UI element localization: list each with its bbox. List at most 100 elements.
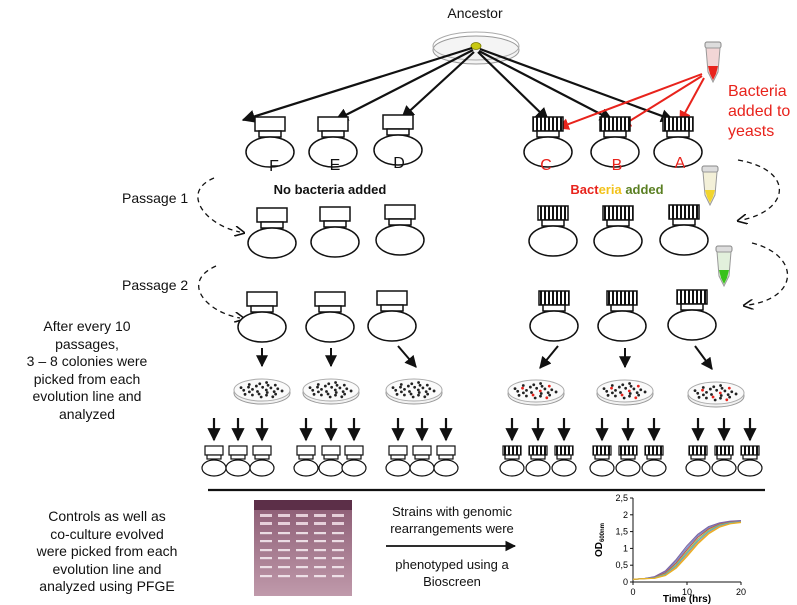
line-label-B: B bbox=[612, 157, 623, 174]
bottom-left-line: evolution line and bbox=[52, 560, 162, 577]
striped-flask-icon bbox=[641, 445, 667, 477]
mid-note-bottom-2: Bioscreen bbox=[423, 574, 481, 589]
flask-row-1 bbox=[245, 114, 703, 168]
flask-icon bbox=[237, 291, 287, 343]
flask-icon bbox=[367, 290, 417, 342]
line-label-F: F bbox=[269, 158, 279, 175]
line-label-D: D bbox=[393, 155, 405, 172]
striped-flask-icon bbox=[590, 116, 640, 168]
colony-row bbox=[201, 418, 763, 477]
striped-flask-icon bbox=[551, 445, 577, 477]
striped-flask-icon bbox=[499, 445, 525, 477]
eppendorf-tube-icon bbox=[715, 245, 733, 288]
petri-dish-icon bbox=[687, 381, 745, 408]
flask-icon bbox=[409, 445, 435, 477]
no-bacteria-label: No bacteria added bbox=[274, 182, 387, 197]
mid-note-top-2: rearrangements were bbox=[390, 521, 514, 536]
flask-icon bbox=[305, 291, 355, 343]
passage-arrows bbox=[197, 159, 789, 318]
flask-icon bbox=[373, 114, 423, 166]
petri-dish-icon bbox=[432, 31, 520, 65]
flask-icon bbox=[310, 206, 360, 258]
growth-series-line bbox=[632, 520, 742, 580]
petri-dish-icon bbox=[596, 379, 654, 406]
line-label-C: C bbox=[540, 157, 552, 174]
growth-series-line bbox=[632, 521, 742, 580]
passage-2-label: Passage 2 bbox=[122, 277, 188, 293]
chart-x-label: Time (hrs) bbox=[663, 594, 711, 605]
striped-flask-icon bbox=[737, 445, 763, 477]
y-tick-label: 1 bbox=[623, 543, 628, 553]
bottom-left-line: were picked from each bbox=[36, 543, 178, 559]
flask-icon bbox=[293, 445, 319, 477]
x-tick-label: 10 bbox=[682, 587, 692, 597]
flask-icon bbox=[201, 445, 227, 477]
flask-icon bbox=[433, 445, 459, 477]
striped-flask-icon bbox=[653, 116, 703, 168]
left-note-line: picked from each bbox=[33, 370, 141, 387]
line-label-E: E bbox=[330, 157, 341, 174]
bottom-left-line: analyzed using PFGE bbox=[39, 578, 175, 594]
bacteria-added-part3: added bbox=[622, 182, 664, 197]
flask-icon bbox=[318, 445, 344, 477]
ancestor-arrows bbox=[241, 46, 675, 123]
petri-dish-icon bbox=[302, 378, 360, 405]
bacteria-note-line1: Bacteria bbox=[728, 83, 787, 100]
petri-dish-icon bbox=[385, 378, 443, 405]
mid-note-bottom-1: phenotyped using a bbox=[395, 557, 509, 572]
chart-y-label: OD600nm bbox=[594, 523, 606, 557]
y-tick-label: 2 bbox=[623, 510, 628, 520]
bottom-left-note: Controls as well as co-culture evolved w… bbox=[12, 508, 202, 596]
bacteria-note-line3: yeasts bbox=[728, 123, 774, 140]
flask-rows bbox=[237, 204, 717, 343]
striped-flask-icon bbox=[711, 445, 737, 477]
bacteria-note-line2: added to bbox=[728, 103, 790, 120]
flask-icon bbox=[341, 445, 367, 477]
striped-flask-icon bbox=[593, 205, 643, 257]
bacteria-added-part1: Bact bbox=[570, 182, 599, 197]
plate-arrows bbox=[256, 345, 713, 370]
left-note-line: evolution line and bbox=[32, 388, 142, 404]
striped-flask-icon bbox=[615, 445, 641, 477]
x-tick-label: 0 bbox=[630, 587, 635, 597]
y-tick-label: 1,5 bbox=[615, 527, 628, 537]
flask-icon bbox=[385, 445, 411, 477]
left-note-line: analyzed bbox=[58, 405, 116, 422]
bacteria-arrows bbox=[556, 73, 705, 130]
striped-flask-icon bbox=[597, 290, 647, 342]
bacteria-added-label: Bacteria added bbox=[570, 182, 663, 197]
y-tick-label: 0 bbox=[623, 577, 628, 587]
mid-note-top-1: Strains with genomic bbox=[392, 504, 512, 519]
flask-icon bbox=[308, 116, 358, 168]
petri-dish-icon bbox=[507, 379, 565, 406]
passage-1-label: Passage 1 bbox=[122, 190, 188, 206]
left-note-line: After every 10 bbox=[43, 318, 131, 334]
x-tick-label: 20 bbox=[736, 587, 746, 597]
striped-flask-icon bbox=[529, 290, 579, 342]
striped-flask-icon bbox=[525, 445, 551, 477]
left-note-line: 3 – 8 colonies were bbox=[26, 353, 148, 369]
growth-series-line bbox=[632, 519, 742, 580]
left-note: After every 10 passages, 3 – 8 colonies … bbox=[12, 318, 162, 423]
petri-dish-icon bbox=[233, 378, 291, 405]
flask-icon bbox=[245, 116, 295, 168]
y-tick-label: 2,5 bbox=[615, 493, 628, 503]
flask-icon bbox=[247, 207, 297, 259]
striped-flask-icon bbox=[523, 116, 573, 168]
striped-flask-icon bbox=[659, 204, 709, 256]
ancestor-label: Ancestor bbox=[447, 5, 503, 21]
flask-icon bbox=[375, 204, 425, 256]
plates bbox=[233, 378, 745, 408]
bottom-left-line: Controls as well as bbox=[48, 508, 166, 524]
bacteria-added-part2: eria bbox=[599, 182, 623, 197]
gel-image-icon bbox=[254, 500, 352, 596]
chart-y-label-sub: 600nm bbox=[600, 523, 606, 542]
flask-icon bbox=[225, 445, 251, 477]
line-label-A: A bbox=[675, 155, 686, 172]
eppendorf-tube-icon bbox=[704, 41, 722, 84]
growth-series-line bbox=[632, 521, 742, 580]
striped-flask-icon bbox=[528, 205, 578, 257]
left-note-line: passages, bbox=[55, 335, 119, 352]
